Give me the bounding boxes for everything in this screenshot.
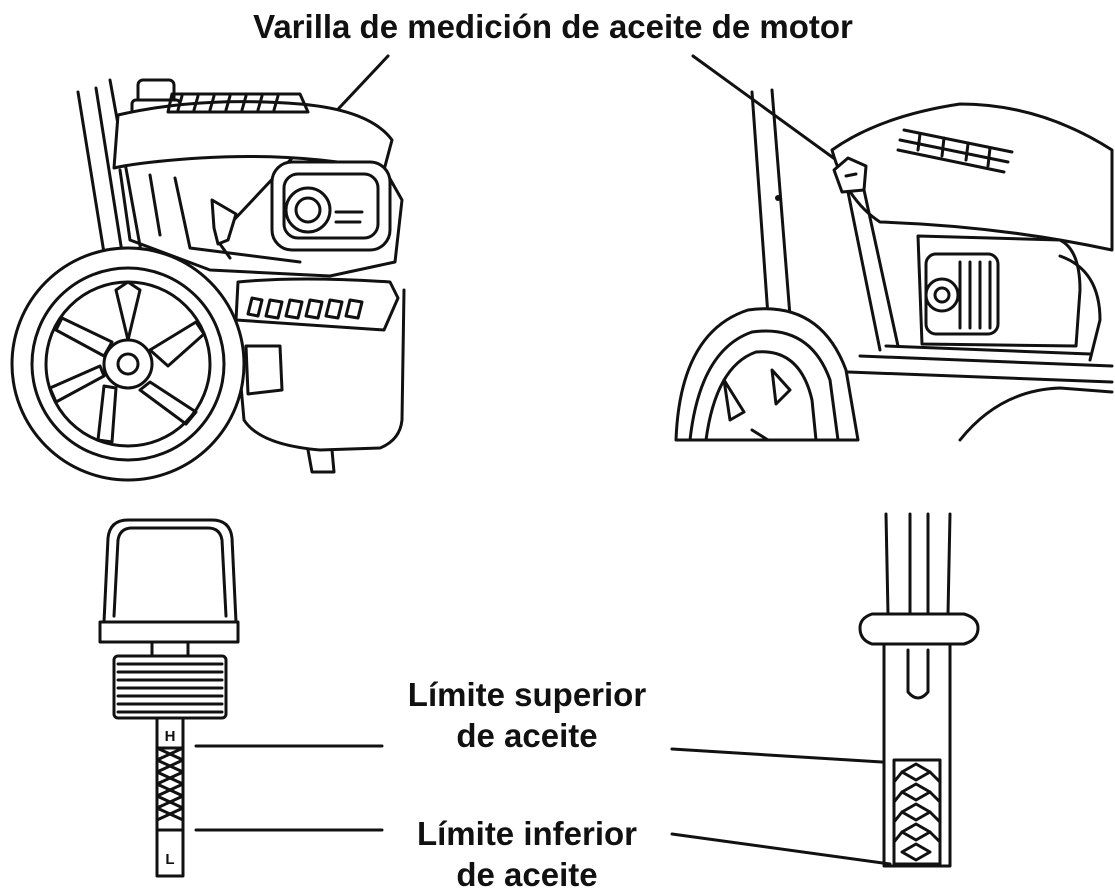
upper-limit-label-line2: de aceite — [456, 717, 597, 754]
engine-illustration-right — [674, 88, 1114, 442]
engine-illustration-left — [10, 78, 406, 482]
dipstick-low-mark: L — [165, 851, 174, 868]
lower-limit-label-line2: de aceite — [456, 856, 597, 893]
dipstick-high-mark: H — [165, 728, 176, 745]
dipstick-left — [98, 518, 240, 878]
dipstick-right — [858, 512, 980, 868]
limit-leader-lines — [194, 744, 892, 866]
lower-limit-label-line1: Límite inferior — [417, 815, 637, 852]
upper-limit-label-line1: Límite superior — [408, 676, 647, 713]
diagram-title: Varilla de medición de aceite de motor — [253, 8, 853, 45]
